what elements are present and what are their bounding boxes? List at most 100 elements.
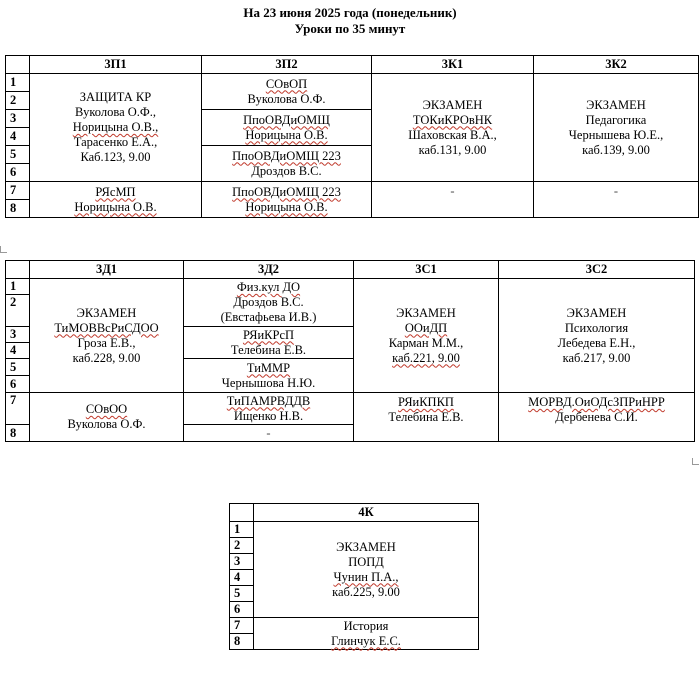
room-time: каб.131, 9.00 [418,142,487,157]
subject: Физ.кул ДО [236,280,301,294]
room-time: Каб.123, 9.00 [80,150,151,164]
lesson-number: 2 [229,537,254,554]
teacher: Телебина Е.В. [388,410,464,424]
table-anchor-mark [692,458,699,465]
subject: ТиМОВВсРиСДОО [54,320,159,335]
teacher: Телебина Е.В. [230,342,307,357]
cell-3d2-lesson-8: - [183,424,354,442]
subject: Педагогика [585,112,647,127]
teacher: Дербенева С.И. [555,410,638,424]
lesson-number: 4 [229,569,254,586]
lesson-number: 8 [229,633,254,650]
room-time: каб.225, 9.00 [332,584,400,599]
teacher: Норицына О.В. [245,127,328,142]
group-header-4k: 4К [253,503,479,522]
room-time: каб.139, 9.00 [582,142,650,157]
cell-3p2-lessons-3-4: ПпоОВДиОМЩ Норицына О.В. [201,109,372,146]
group-header-3s2: 3С2 [498,260,695,279]
teacher: Шаховская В.А., [408,127,497,142]
cell-3k1-lessons-1-6: ЭКЗАМЕН ТОКиКРОвНК Шаховская В.А., каб.1… [371,73,534,182]
lesson-number: 4 [5,342,30,359]
cell-3k1-lessons-7-8: - [371,181,534,218]
lesson-number: 6 [5,375,30,393]
exam-label: ЭКЗАМЕН [396,305,456,320]
subject: ТОКиКРОвНК [412,112,493,127]
lesson-number: 6 [229,601,254,618]
lesson-number: 2 [5,294,30,327]
group-header-3k2: 3К2 [533,55,699,74]
lesson-number: 8 [5,199,30,218]
cell-3d1-lessons-7-8: СОвОО Вуколова О.Ф. [29,392,184,442]
lesson-number: 3 [229,553,254,570]
teacher-substitute: (Евстафьева И.В.) [220,310,317,324]
teacher: Чунин П.А., [333,569,399,584]
subject: ПпоОВДиОМЩ 223 [232,148,341,163]
schedule-lesson-length: Уроки по 35 минут [294,21,406,36]
teacher: Тарасенко Е.А., [73,135,158,149]
subject: История [343,618,389,633]
cell-3p1-lessons-1-6: ЗАЩИТА КР Вуколова О.Ф., Норицына О.В., … [29,73,202,182]
teacher: Дроздов В.С. [251,163,322,178]
cell-3d2-lessons-5-6: ТиММР Чернышова Н.Ю. [183,358,354,393]
subject: ПпоОВДиОМЩ [243,112,330,127]
room-time: каб.217, 9.00 [562,350,631,365]
teacher: Вуколова О.Ф. [247,91,326,106]
cell-3k2-lessons-1-6: ЭКЗАМЕН Педагогика Чернышева Ю.Е., каб.1… [533,73,699,182]
group-header-3p2: 3П2 [201,55,372,74]
teacher: Лебедева Е.Н., [557,335,636,350]
lesson-number: 6 [5,163,30,182]
cell-4k-lessons-1-6: ЭКЗАМЕН ПОПД Чунин П.А., каб.225, 9.00 [253,521,479,618]
exam-label: ЭКЗАМЕН [336,539,396,554]
teacher: Ищенко Н.В. [233,408,304,423]
group-header-3d2: 3Д2 [183,260,354,279]
teacher: Вуколова О.Ф. [67,417,146,431]
subject: Психология [564,320,629,335]
subject: ООиДП [404,320,448,335]
group-header-3d1: 3Д1 [29,260,184,279]
cell-3d2-lessons-3-4: РЯиКРсП Телебина Е.В. [183,326,354,359]
teacher: Дроздов В.С. [233,295,304,309]
exam-label: ЭКЗАМЕН [566,305,627,320]
teacher: Чернышова Н.Ю. [221,375,316,390]
lesson-number: 7 [229,617,254,634]
cell-3p1-lessons-7-8: РЯсМП Норицына О.В. [29,181,202,218]
exam-label: ЭКЗАМЕН [422,97,483,112]
schedule-table-3p-3k: 3П1 3П2 3К1 3К2 1 ЗАЩИТА КР Вуколова О.Ф… [5,55,699,218]
subject: РЯиКПКП [398,395,454,409]
lesson-number: 5 [229,585,254,602]
subject: ПпоОВДиОМЩ 223 [232,184,341,199]
cell-3p2-lessons-5-6: ПпоОВДиОМЩ 223 Дроздов В.С. [201,145,372,182]
group-header-3k1: 3К1 [371,55,534,74]
room-time: каб.228, 9.00 [72,350,141,365]
cell-3p2-lessons-1-2: СОвОП Вуколова О.Ф. [201,73,372,110]
lesson-number: 2 [5,91,30,110]
teacher: Норицына О.В., [72,120,159,134]
cell-3d2-lessons-1-2: Физ.кул ДО Дроздов В.С. (Евстафьева И.В.… [183,278,354,327]
subject: ЗАЩИТА КР [79,90,152,104]
schedule-header: На 23 июня 2025 года (понедельник) Уроки… [0,5,700,37]
subject: ПОПД [348,554,384,569]
teacher: Глинчук Е.С. [331,633,401,648]
cell-3s2-lessons-7-8: МОРВД.ОиОДсЗПРиНРР Дербенева С.И. [498,392,695,442]
exam-label: ЭКЗАМЕН [76,305,137,320]
subject: МОРВД.ОиОДсЗПРиНРР [528,395,665,409]
schedule-table-3d-3s: 3Д1 3Д2 3С1 3С2 1 ЭКЗАМЕН ТиМОВВсРиСДОО … [5,260,695,442]
cell-3s1-lessons-7-8: РЯиКПКП Телебина Е.В. [353,392,499,442]
schedule-table-4k: 4К 1 ЭКЗАМЕН ПОПД Чунин П.А., каб.225, 9… [229,503,479,650]
subject: СОвОП [265,76,308,91]
teacher: Гроза Е.В., [77,335,136,350]
cell-3d2-lesson-7: ТиПАМРВДДВ Ищенко Н.В. [183,392,354,425]
subject: РЯсМП [95,184,136,199]
lesson-number: 7 [5,181,30,200]
teacher: Вуколова О.Ф., [74,105,157,119]
cell-3s1-lessons-1-6: ЭКЗАМЕН ООиДП Карман М.М., каб.221, 9.00 [353,278,499,393]
cell-3k2-lessons-7-8: - [533,181,699,218]
subject: СОвОО [85,402,128,416]
schedule-date: На 23 июня 2025 года (понедельник) [243,5,457,20]
lesson-number: 1 [5,73,30,92]
cell-3d1-lessons-1-6: ЭКЗАМЕН ТиМОВВсРиСДОО Гроза Е.В., каб.22… [29,278,184,393]
cell-3s2-lessons-1-6: ЭКЗАМЕН Психология Лебедева Е.Н., каб.21… [498,278,695,393]
lesson-number: 1 [229,521,254,538]
table-anchor-mark [0,246,7,253]
teacher: Норицына О.В. [245,199,328,214]
